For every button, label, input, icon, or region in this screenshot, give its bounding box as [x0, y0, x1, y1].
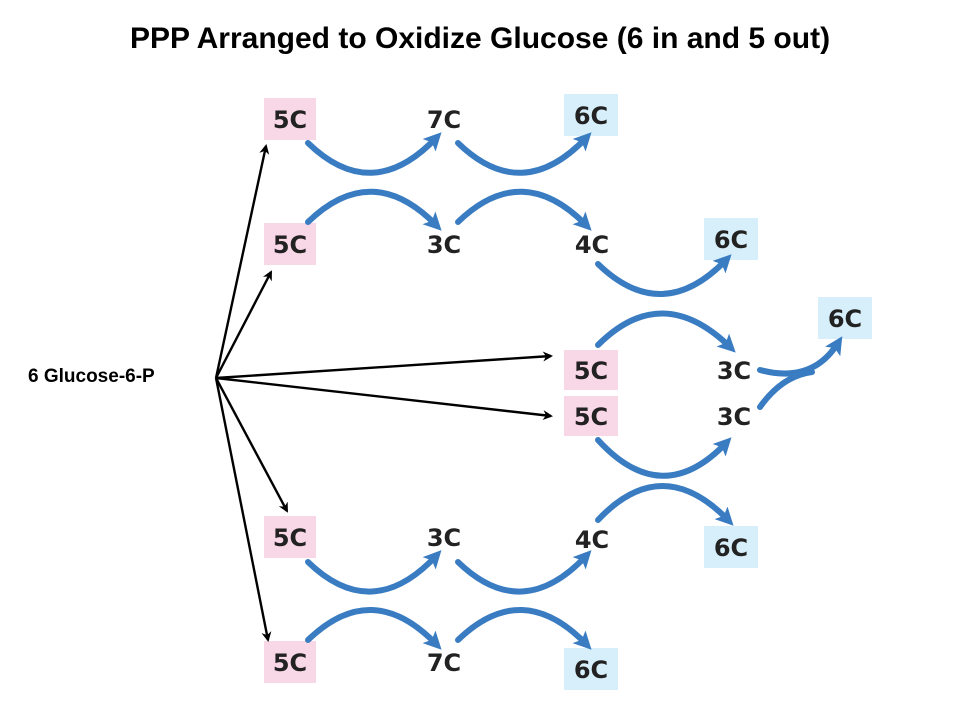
- node-4c: 4C: [575, 526, 609, 554]
- node-6c-box: [564, 648, 618, 690]
- node-5c-box: [264, 641, 316, 683]
- reaction-arrow: [455, 188, 592, 231]
- node-5c-box: [264, 98, 316, 140]
- node-5c: 5C: [273, 106, 307, 134]
- node-5c: 5C: [574, 357, 608, 385]
- node-5c: 5C: [273, 231, 307, 259]
- arrow-to-5c-3: [215, 351, 553, 380]
- arrow-to-5c-2: [214, 270, 273, 379]
- arrow-to-5c-1: [214, 144, 270, 379]
- arrow-to-5c-4: [215, 376, 553, 421]
- node-6c-box: [818, 297, 872, 339]
- reaction-arrow: [305, 550, 442, 595]
- reaction-arrow: [595, 483, 734, 526]
- reaction-arrow: [455, 132, 592, 176]
- node-5c-box: [264, 516, 316, 558]
- node-6c: 6C: [574, 656, 608, 684]
- glucose-6-p-label: 6 Glucose-6-P: [28, 366, 155, 387]
- reaction-arrow: [305, 188, 442, 231]
- node-5c-box: [564, 396, 618, 436]
- node-6c: 6C: [574, 102, 608, 130]
- node-6c: 6C: [714, 226, 748, 254]
- node-7c: 7C: [427, 106, 461, 134]
- node-7c: 7C: [427, 649, 461, 677]
- reaction-arrow: [455, 607, 592, 650]
- arrow-to-5c-6: [214, 377, 272, 642]
- reaction-arrow: [455, 550, 592, 595]
- node-6c: 6C: [828, 305, 862, 333]
- node-5c: 5C: [574, 403, 608, 431]
- node-4c: 4C: [575, 231, 609, 259]
- node-3c: 3C: [427, 524, 461, 552]
- source-arrows: [214, 144, 553, 642]
- node-5c: 5C: [273, 649, 307, 677]
- node-6c-box: [704, 218, 758, 260]
- reaction-arrow: [595, 310, 736, 353]
- reaction-arrow: [757, 369, 815, 410]
- node-3c: 3C: [427, 231, 461, 259]
- node-6c-box: [704, 526, 758, 568]
- reaction-arrow: [757, 336, 843, 377]
- arrow-to-5c-5: [214, 377, 289, 513]
- node-3c: 3C: [717, 357, 751, 385]
- node-3c: 3C: [717, 403, 751, 431]
- reaction-arrow: [595, 437, 732, 479]
- node-5c: 5C: [273, 524, 307, 552]
- node-6c: 6C: [714, 534, 748, 562]
- reaction-arrows: [305, 132, 843, 650]
- node-6c-box: [564, 94, 618, 136]
- node-labels: 5C 7C 6C 5C 3C 4C 6C 6C 5C 3C 5C 3C 4C 6…: [273, 102, 862, 684]
- reaction-arrow: [305, 607, 442, 650]
- diagram-title: PPP Arranged to Oxidize Glucose (6 in an…: [129, 22, 831, 55]
- reaction-arrow: [595, 254, 732, 297]
- reaction-arrow: [305, 132, 442, 176]
- node-5c-box: [264, 223, 316, 265]
- node-5c-box: [564, 350, 618, 390]
- node-boxes: [264, 94, 872, 690]
